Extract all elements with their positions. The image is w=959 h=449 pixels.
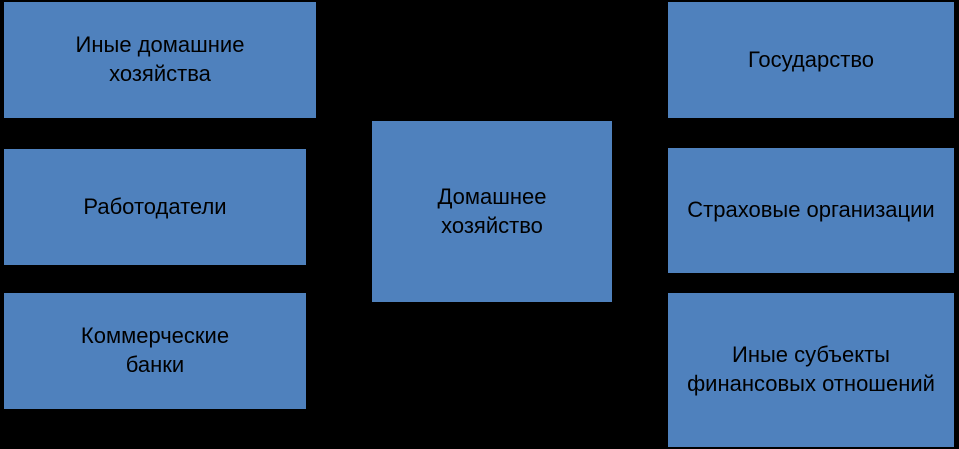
node-commercial-banks: Коммерческие банки [4, 293, 306, 409]
node-label: Домашнее хозяйство [437, 183, 547, 238]
node-label: Государство [747, 46, 874, 72]
node-label: Работодатели [83, 193, 227, 219]
node-employers: Работодатели [4, 149, 306, 265]
node-label: Иные домашние хозяйства [75, 32, 245, 86]
node-other-financial-subjects: Иные субъекты финансовых отношений [668, 293, 954, 447]
node-label: Коммерческие банки [80, 323, 230, 377]
node-label: Страховые организации [687, 197, 935, 223]
node-insurance-organizations: Страховые организации [668, 148, 954, 273]
node-household: Домашнее хозяйство [372, 121, 612, 302]
node-other-households: Иные домашние хозяйства [4, 2, 316, 118]
node-label: Иные субъекты финансовых отношений [687, 342, 935, 396]
node-state: Государство [668, 2, 954, 118]
